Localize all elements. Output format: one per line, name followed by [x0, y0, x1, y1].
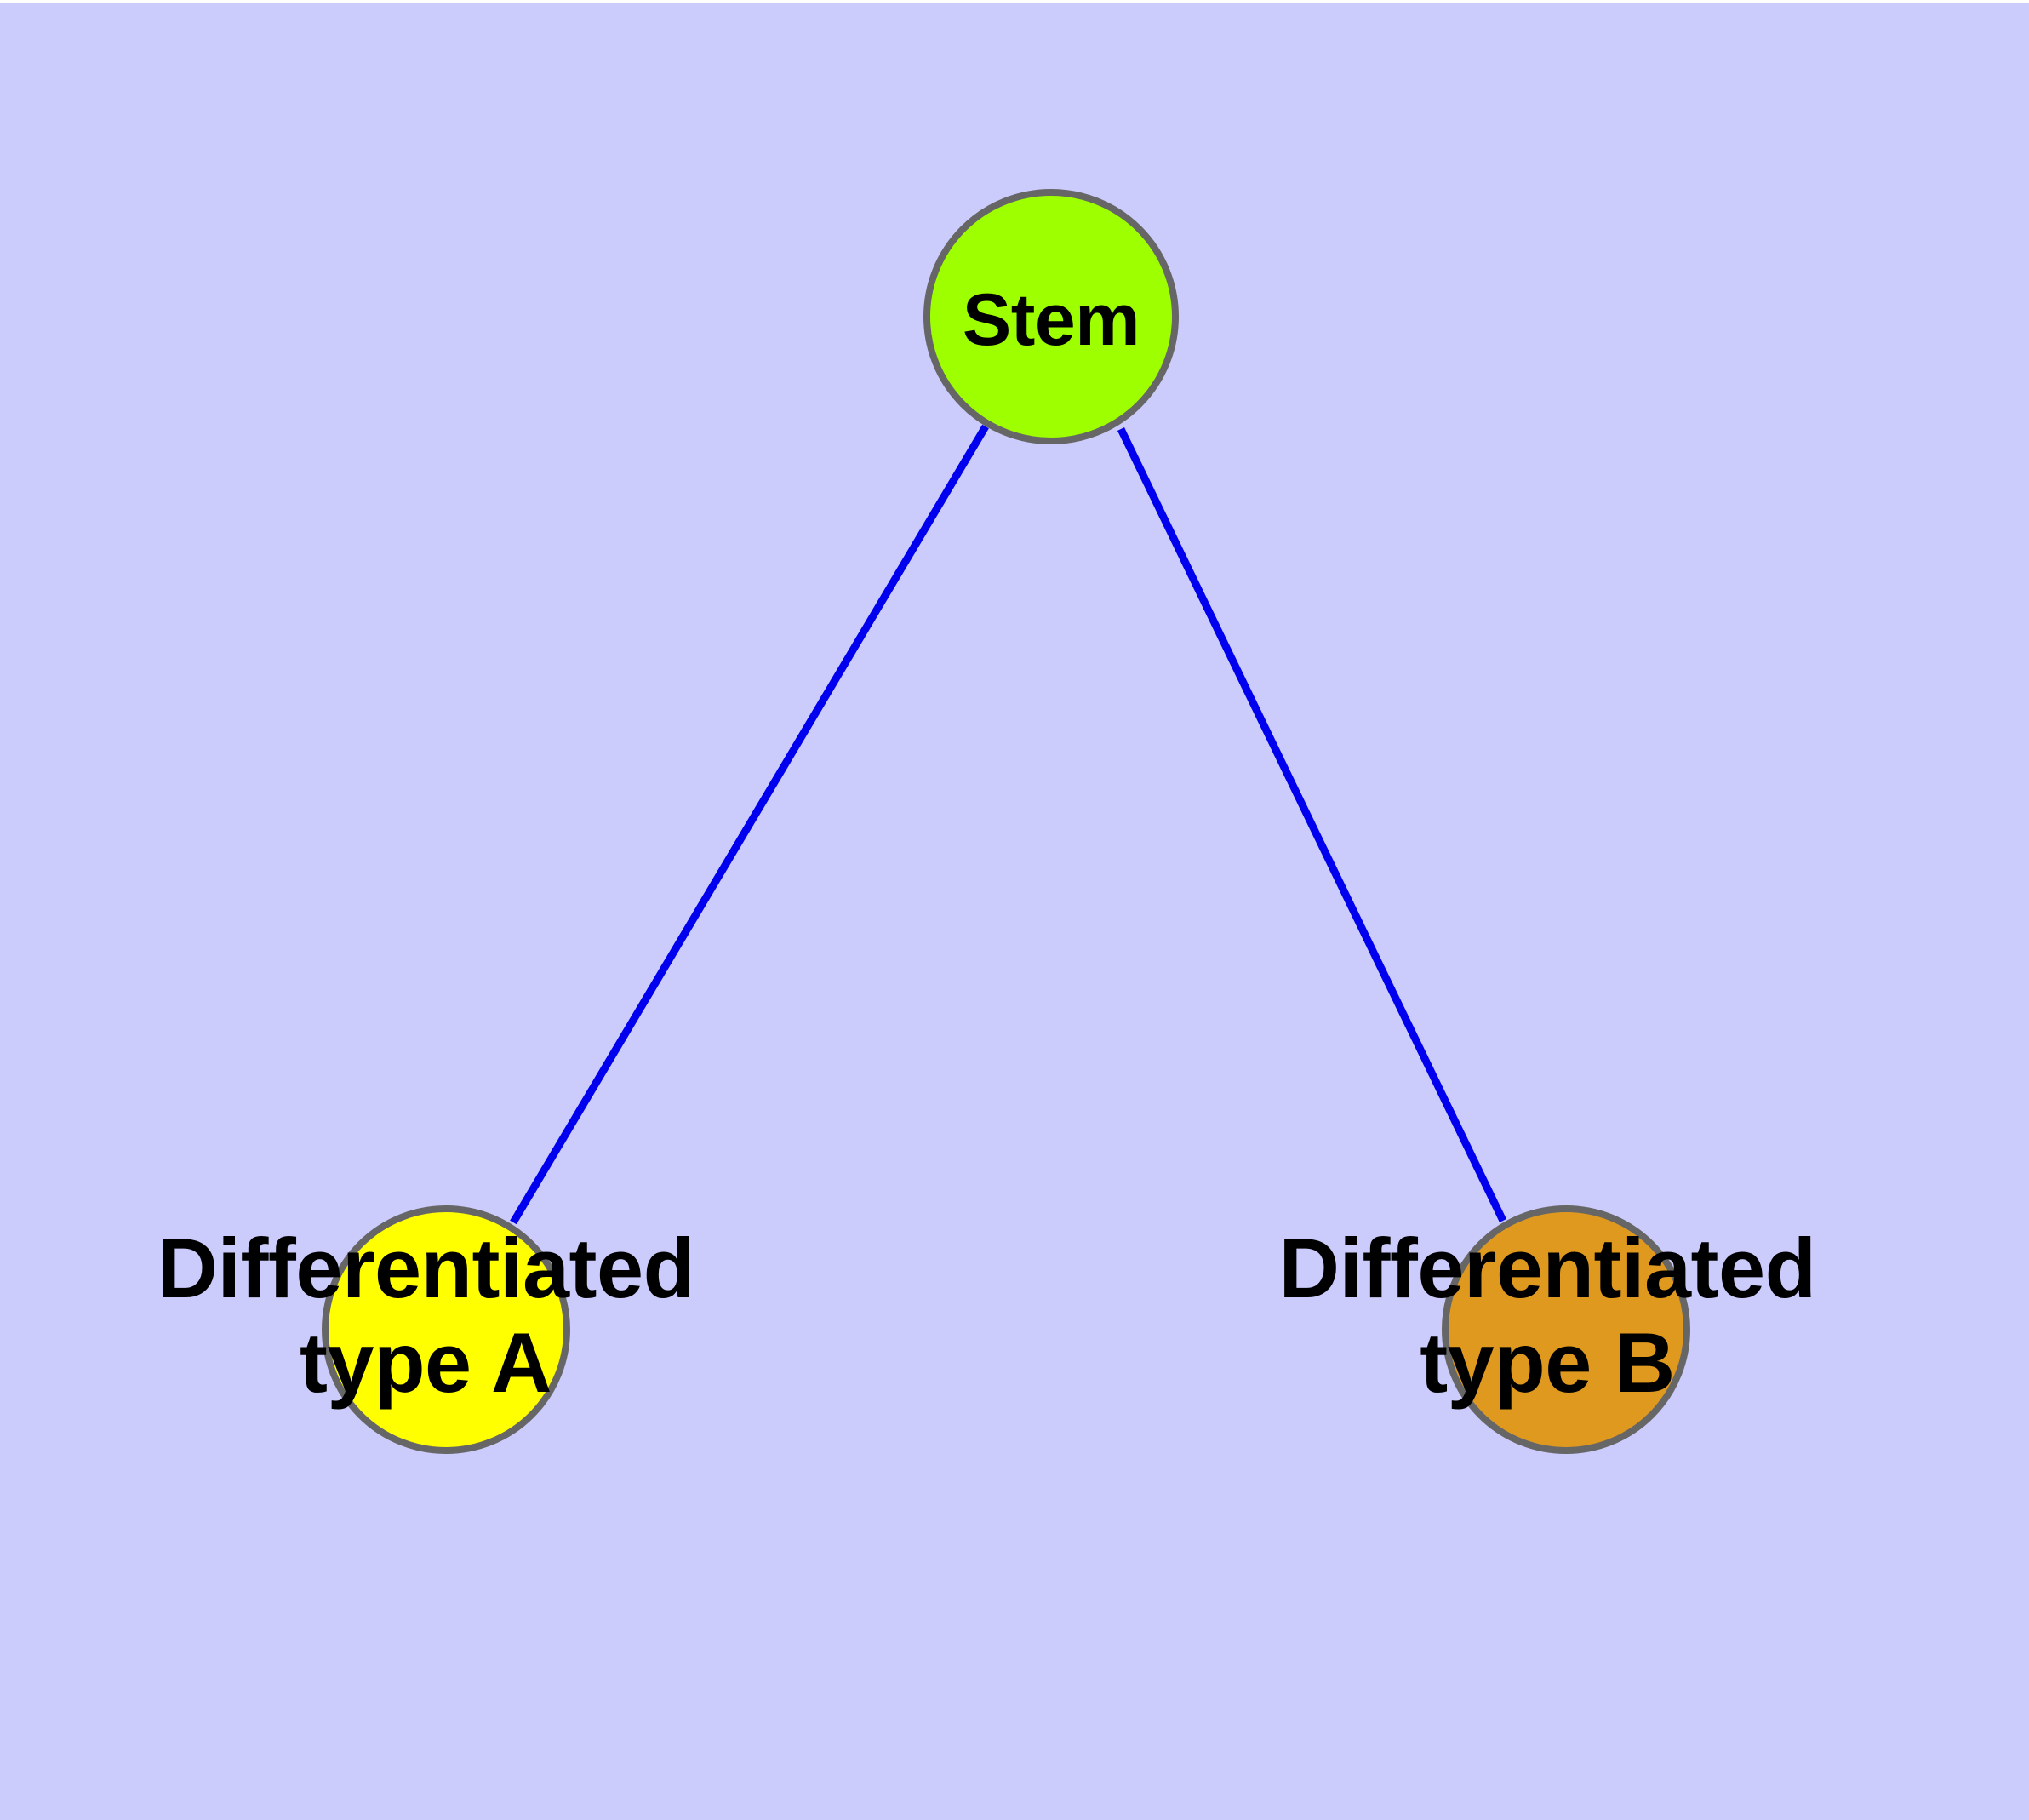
edge-stem-to-diff-b[interactable]	[1117, 427, 1507, 1222]
node-differentiated-type-b[interactable]	[1442, 1205, 1690, 1454]
node-stem[interactable]	[923, 189, 1179, 444]
node-group	[322, 189, 1690, 1454]
graph-svg	[322, 189, 1690, 1454]
edge-group	[510, 424, 1507, 1225]
edge-stem-to-diff-a[interactable]	[510, 424, 989, 1225]
node-differentiated-type-a[interactable]	[322, 1205, 570, 1454]
